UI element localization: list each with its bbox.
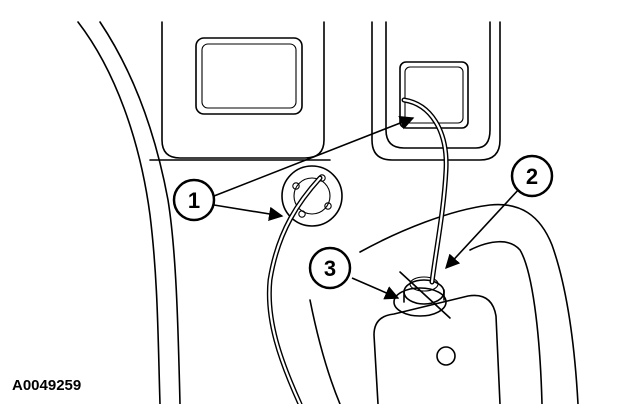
callout-1-number: 1 (188, 188, 200, 213)
leader-lines (213, 116, 521, 300)
wire-harness (266, 97, 449, 404)
body-panel (77, 21, 331, 404)
callout-1: 1 (172, 178, 216, 222)
reservoir-cap (393, 271, 451, 319)
leader-1b (213, 204, 284, 222)
leader-2 (445, 187, 521, 270)
left-upper-panel (161, 21, 325, 159)
callout-1-circle (172, 178, 216, 222)
callout-2-circle (510, 154, 554, 198)
callout-3: 3 (308, 246, 352, 290)
figure-id: A0049259 (12, 377, 81, 394)
callout-2: 2 (510, 154, 554, 198)
grommet (281, 165, 343, 227)
right-upper-panel (371, 21, 501, 161)
leader-1a (213, 116, 415, 197)
callout-3-number: 3 (324, 256, 336, 281)
callout-2-number: 2 (526, 164, 538, 189)
reservoir-housing (309, 203, 579, 404)
callout-3-circle (308, 246, 352, 290)
leader-3 (351, 277, 400, 300)
